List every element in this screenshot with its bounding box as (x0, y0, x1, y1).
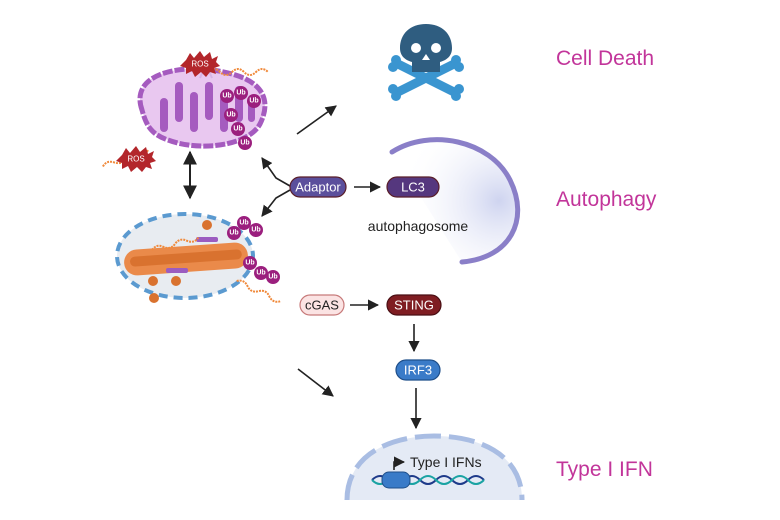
autophagosome-label: autophagosome (368, 218, 469, 234)
svg-text:ROS: ROS (127, 155, 144, 164)
svg-text:Ub: Ub (236, 90, 245, 97)
svg-text:Ub: Ub (256, 270, 265, 277)
outcome-type1-ifn: Type I IFN (556, 458, 653, 481)
outcome-autophagy: Autophagy (556, 188, 657, 211)
svg-text:Ub: Ub (233, 126, 242, 133)
svg-text:Ub: Ub (245, 260, 254, 267)
svg-text:Ub: Ub (229, 230, 238, 237)
ubiquitin-chain-bacterium: Ub Ub Ub Ub Ub Ub (227, 216, 280, 284)
arrow-to-cell-death (296, 105, 337, 135)
arrow-to-type1-ifn (297, 368, 334, 397)
ubiquitin-chain-mito: Ub Ub Ub Ub Ub Ub (220, 86, 261, 150)
svg-text:IRF3: IRF3 (404, 363, 432, 378)
adaptor-node: Adaptor (289, 176, 347, 198)
autophagosome (389, 137, 521, 265)
svg-text:Ub: Ub (222, 93, 231, 100)
bacterium-in-vacuole (115, 212, 281, 303)
ros-badge-top: ROS (180, 51, 220, 77)
svg-text:Ub: Ub (268, 274, 277, 281)
lc3-node: LC3 (386, 176, 440, 198)
gene-label: Type I IFNs (410, 454, 482, 470)
mtdna-strand-icon (207, 68, 269, 76)
svg-text:Ub: Ub (226, 112, 235, 119)
svg-text:Adaptor: Adaptor (295, 180, 341, 195)
svg-text:STING: STING (394, 298, 434, 313)
dna-strand-icon (151, 236, 200, 251)
transcription-arrow-icon (393, 456, 406, 470)
svg-text:ROS: ROS (191, 60, 208, 69)
svg-text:Ub: Ub (251, 227, 260, 234)
dna-strand-icon (236, 279, 281, 303)
svg-text:LC3: LC3 (401, 180, 425, 195)
damaged-mitochondrion (102, 61, 269, 168)
promoter-icon (381, 471, 411, 489)
outcome-cell-death: Cell Death (556, 47, 654, 70)
svg-text:Ub: Ub (239, 220, 248, 227)
skull-crossbones-icon (388, 24, 464, 101)
cgas-node: cGAS (299, 294, 345, 316)
irf3-node: IRF3 (395, 359, 441, 381)
svg-text:Ub: Ub (240, 140, 249, 147)
ros-badge-bottom: ROS (116, 146, 156, 172)
arrow-adaptor-to-bacterium (261, 189, 291, 217)
arrow-adaptor-to-mito (261, 157, 291, 187)
svg-text:cGAS: cGAS (305, 298, 339, 313)
sting-node: STING (386, 294, 442, 316)
svg-text:Ub: Ub (249, 98, 258, 105)
nucleus: Type I IFNs (344, 433, 525, 501)
